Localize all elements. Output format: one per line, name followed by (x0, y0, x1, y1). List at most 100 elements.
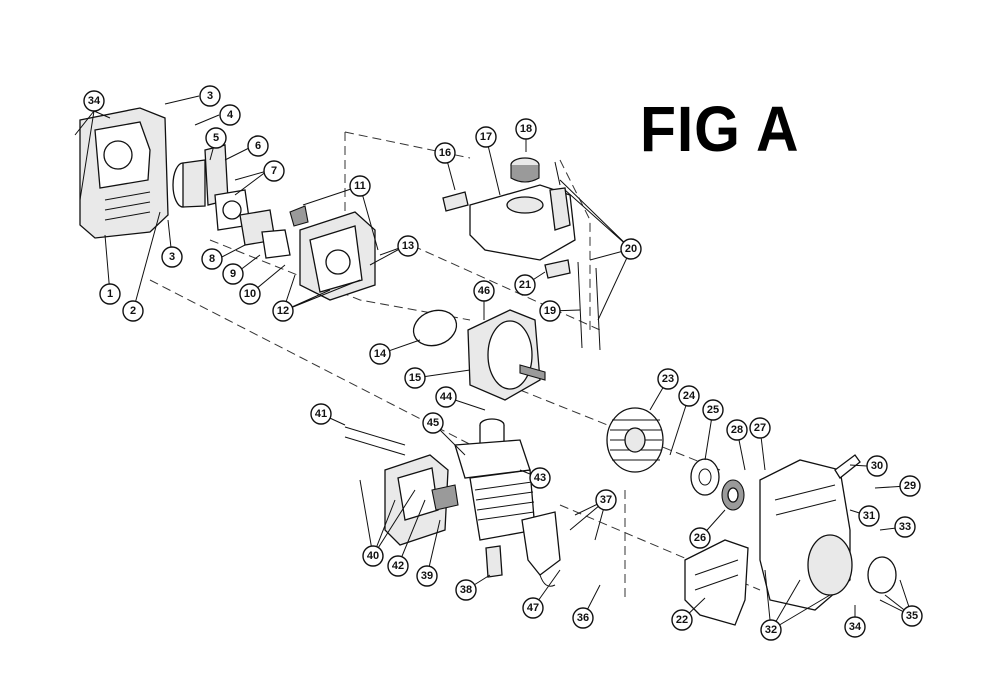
callout-16: 16 (434, 142, 456, 164)
callout-circle (83, 90, 105, 112)
callout-circle (726, 419, 748, 441)
callout-circle (272, 300, 294, 322)
callout-circle (657, 368, 679, 390)
callout-circle (899, 475, 921, 497)
starter-pawl-part (867, 556, 897, 594)
callout-label: 21 (519, 279, 531, 291)
starter-pulley-part (690, 458, 720, 496)
spark-plug-part (485, 545, 503, 578)
callout-label: 32 (765, 624, 777, 636)
callout-14: 14 (369, 343, 391, 365)
callout-5: 5 (205, 127, 227, 149)
callout-label: 7 (271, 165, 277, 177)
callout-circle (539, 300, 561, 322)
callout-20: 20 (620, 238, 642, 260)
callout-label: 13 (402, 240, 414, 252)
callout-circle (99, 283, 121, 305)
callout-31: 31 (858, 505, 880, 527)
callout-2: 2 (122, 300, 144, 322)
muffler-bolt-parts (344, 426, 406, 456)
callout-circle (514, 274, 536, 296)
callout-12: 12 (272, 300, 294, 322)
callout-label: 44 (440, 391, 453, 403)
callout-11: 11 (349, 175, 371, 197)
callout-label: 5 (213, 132, 219, 144)
callout-circle (201, 248, 223, 270)
callout-37: 37 (595, 489, 617, 511)
callout-label: 17 (480, 131, 492, 143)
callout-label: 1 (107, 288, 113, 300)
callout-44: 44 (435, 386, 457, 408)
callout-9: 9 (222, 263, 244, 285)
callout-circle (894, 516, 916, 538)
callout-label: 30 (871, 460, 883, 472)
callout-46: 46 (473, 280, 495, 302)
callout-label: 14 (374, 348, 387, 360)
callout-30: 30 (866, 455, 888, 477)
callout-label: 45 (427, 417, 439, 429)
callout-label: 28 (731, 424, 743, 436)
callout-label: 4 (227, 109, 234, 121)
callout-circle (362, 545, 384, 567)
callout-circle (760, 619, 782, 641)
callout-45: 45 (422, 412, 444, 434)
callout-label: 25 (707, 404, 719, 416)
callout-28: 28 (726, 419, 748, 441)
tank-grommet-parts (442, 191, 571, 279)
callout-39: 39 (416, 565, 438, 587)
callout-13: 13 (397, 235, 419, 257)
callout-38: 38 (455, 579, 477, 601)
callout-10: 10 (239, 283, 261, 305)
callout-15: 15 (404, 367, 426, 389)
callout-26: 26 (689, 527, 711, 549)
callout-47: 47 (522, 597, 544, 619)
callout-label: 9 (230, 268, 236, 280)
callout-circle (522, 597, 544, 619)
callout-circle (349, 175, 371, 197)
callout-circle (263, 160, 285, 182)
callout-27: 27 (749, 417, 771, 439)
callout-label: 3 (169, 251, 175, 263)
callout-43: 43 (529, 467, 551, 489)
callout-circle (475, 126, 497, 148)
callout-label: 37 (600, 494, 612, 506)
callout-1: 1 (99, 283, 121, 305)
callout-circle (473, 280, 495, 302)
crankcase-part (467, 309, 546, 401)
fuel-tank-part (469, 157, 576, 261)
callout-label: 23 (662, 373, 674, 385)
fuel-line-parts (554, 161, 601, 351)
callout-3: 3 (161, 246, 183, 268)
starter-spring-part (721, 479, 745, 511)
callout-32: 32 (760, 619, 782, 641)
callout-8: 8 (201, 248, 223, 270)
callout-circle (678, 385, 700, 407)
callout-label: 26 (694, 532, 706, 544)
callout-label: 16 (439, 147, 451, 159)
callout-22: 22 (671, 609, 693, 631)
callout-label: 20 (625, 243, 637, 255)
callout-label: 24 (683, 390, 696, 402)
callout-label: 35 (906, 610, 918, 622)
callout-label: 33 (899, 521, 911, 533)
callout-17: 17 (475, 126, 497, 148)
figure-title: FIG A (640, 93, 800, 165)
callout-circle (422, 412, 444, 434)
callout-40: 40 (362, 545, 384, 567)
callout-41: 41 (310, 403, 332, 425)
callout-35: 35 (901, 605, 923, 627)
callout-label: 19 (544, 305, 556, 317)
callout-label: 36 (577, 612, 589, 624)
callout-circle (595, 489, 617, 511)
callout-label: 42 (392, 560, 404, 572)
callout-circle (866, 455, 888, 477)
callout-circle (844, 616, 866, 638)
callout-label: 41 (315, 408, 327, 420)
callout-label: 47 (527, 602, 539, 614)
muffler-part (384, 454, 459, 546)
callout-42: 42 (387, 555, 409, 577)
callout-label: 10 (244, 288, 256, 300)
callout-label: 27 (754, 422, 766, 434)
callout-label: 40 (367, 550, 379, 562)
